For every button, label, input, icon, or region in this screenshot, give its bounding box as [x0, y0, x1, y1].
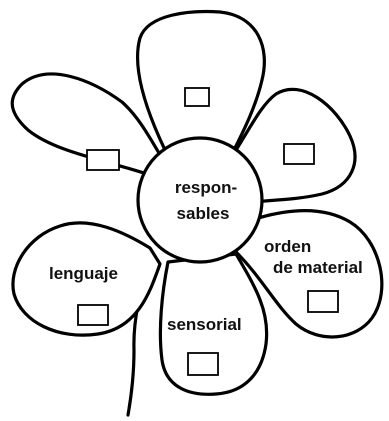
checkbox-upper-right	[283, 143, 315, 165]
center-label-line2: sables	[177, 204, 230, 223]
petal-upper-left	[10, 72, 164, 177]
center-label-line1: respon-	[175, 178, 237, 197]
checkbox-lower-left	[77, 304, 109, 326]
checkbox-upper-left	[86, 149, 120, 171]
petal-label-orden: orden	[264, 237, 311, 256]
petal-label-sensorial: sensorial	[167, 315, 242, 334]
checkbox-bottom	[187, 352, 219, 376]
petal-label-lenguaje: lenguaje	[49, 264, 118, 283]
checkbox-top	[184, 87, 210, 107]
petal-lower-right	[234, 209, 384, 339]
petal-top	[136, 9, 266, 152]
petal-label-de-material: de material	[273, 258, 363, 277]
checkbox-lower-right	[307, 290, 339, 313]
center-circle	[136, 136, 264, 264]
petal-bottom	[158, 252, 269, 396]
petal-lower-left	[11, 221, 162, 337]
